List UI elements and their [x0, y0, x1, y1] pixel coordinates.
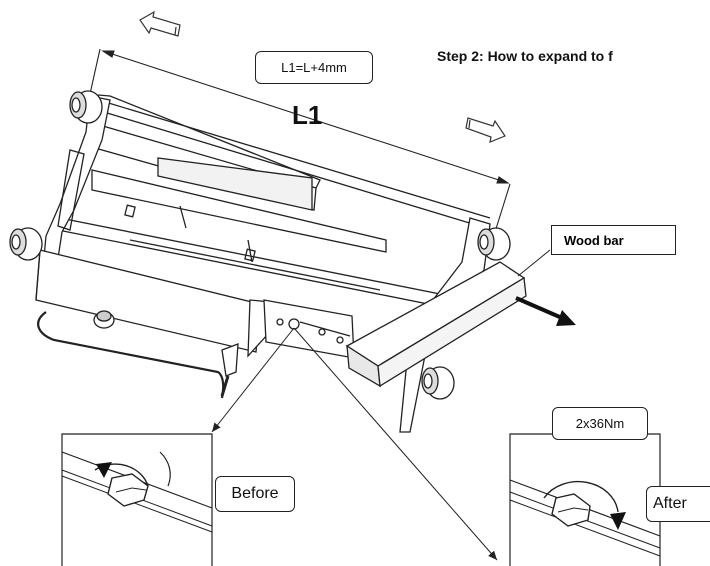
expander-frame [35, 94, 491, 433]
step-heading: Step 2: How to expand to f [437, 48, 613, 64]
pull-direction-arrow [515, 296, 576, 326]
rotate-cw-arrow-icon [610, 512, 626, 530]
dimension-length-label: L1 [292, 100, 323, 130]
after-label: After [653, 495, 687, 512]
knob-handle [93, 310, 115, 329]
torque-callout: 2x36Nm [552, 407, 648, 440]
detail-leaders [211, 327, 498, 561]
before-label: Before [231, 485, 279, 502]
detail-after [509, 433, 661, 566]
dimension-formula-callout: L1=L+4mm [255, 51, 373, 84]
wood-bar-label: Wood bar [564, 232, 624, 248]
after-callout: After [646, 486, 710, 522]
roller-top-left [69, 90, 103, 124]
wood-bar-leader [517, 249, 551, 277]
right-direction-arrow [465, 117, 506, 143]
roller-top-right [477, 227, 511, 261]
dimension-line [87, 48, 511, 233]
detail-before [61, 433, 213, 566]
before-callout: Before [215, 476, 295, 512]
torque-label: 2x36Nm [575, 416, 625, 431]
wood-bar-callout: Wood bar [551, 225, 676, 255]
dimension-formula-label: L1=L+4mm [281, 60, 347, 75]
wood-bar-shape [345, 261, 527, 388]
rotate-ccw-arrow-icon [96, 462, 112, 478]
roller-bottom-left [9, 227, 43, 261]
left-direction-arrow [139, 10, 181, 37]
roller-bottom-right [421, 366, 455, 400]
